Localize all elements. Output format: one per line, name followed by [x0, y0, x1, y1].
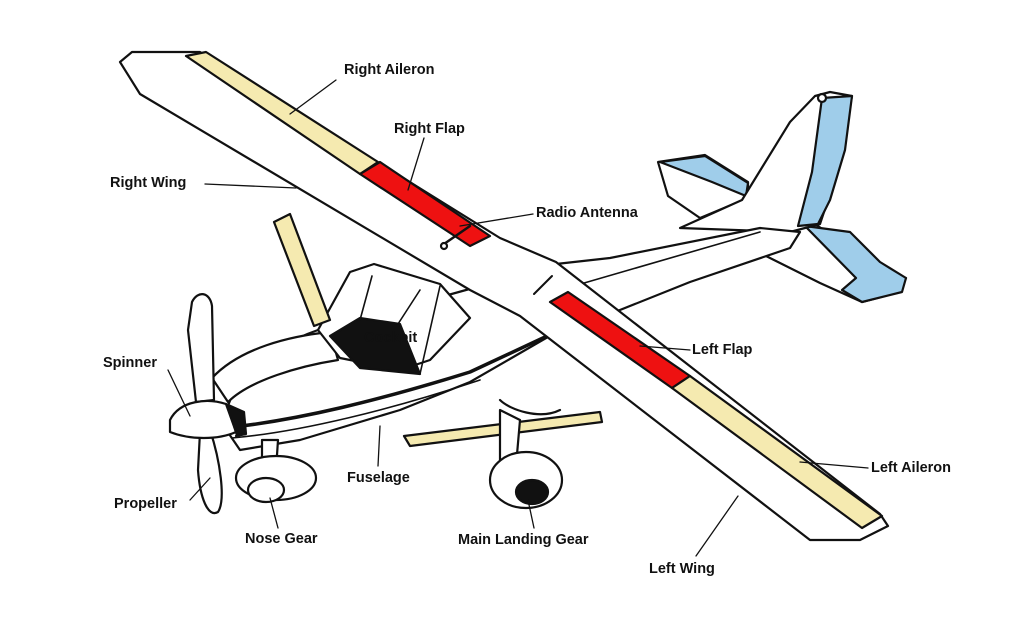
spinner	[168, 399, 248, 440]
cockpit-windshield	[316, 262, 472, 376]
label-propeller: Propeller	[114, 496, 177, 512]
leader-fuselage	[377, 425, 381, 467]
label-left-aileron: Left Aileron	[871, 460, 952, 476]
right-wing-strut	[272, 212, 332, 328]
nose-gear	[234, 438, 318, 504]
label-left-flap: Left Flap	[692, 342, 753, 358]
label-spinner: Spinner	[103, 355, 157, 371]
leader-lines	[167, 79, 869, 557]
radio-antenna	[442, 224, 472, 246]
label-left-wing: Left Wing	[649, 561, 715, 577]
leader-left-flap	[639, 345, 691, 351]
right-flap	[358, 160, 492, 248]
label-main-landing-gear: Main Landing Gear	[458, 532, 589, 548]
leader-propeller	[189, 477, 211, 501]
leader-spinner	[167, 369, 191, 417]
leader-right-aileron	[289, 79, 337, 115]
wing	[118, 50, 890, 542]
main-landing-gear	[488, 398, 564, 510]
label-cockpit: Cockpit	[364, 330, 418, 346]
propeller	[186, 293, 223, 515]
label-right-wing: Right Wing	[110, 175, 187, 191]
leader-right-flap	[407, 137, 425, 191]
leader-nose-gear	[269, 497, 279, 529]
label-right-flap: Right Flap	[394, 121, 465, 137]
leader-radio-antenna	[459, 213, 534, 227]
leader-main-gear	[527, 499, 535, 529]
leader-left-wing	[695, 495, 739, 557]
vertical-fin	[678, 90, 854, 234]
label-radio-antenna: Radio Antenna	[536, 205, 638, 221]
label-nose-gear: Nose Gear	[245, 531, 318, 547]
left-aileron	[670, 374, 884, 530]
leader-right-wing	[204, 183, 297, 189]
label-right-aileron: Right Aileron	[344, 62, 435, 78]
leader-left-aileron	[799, 461, 869, 469]
label-fuselage: Fuselage	[347, 470, 410, 486]
